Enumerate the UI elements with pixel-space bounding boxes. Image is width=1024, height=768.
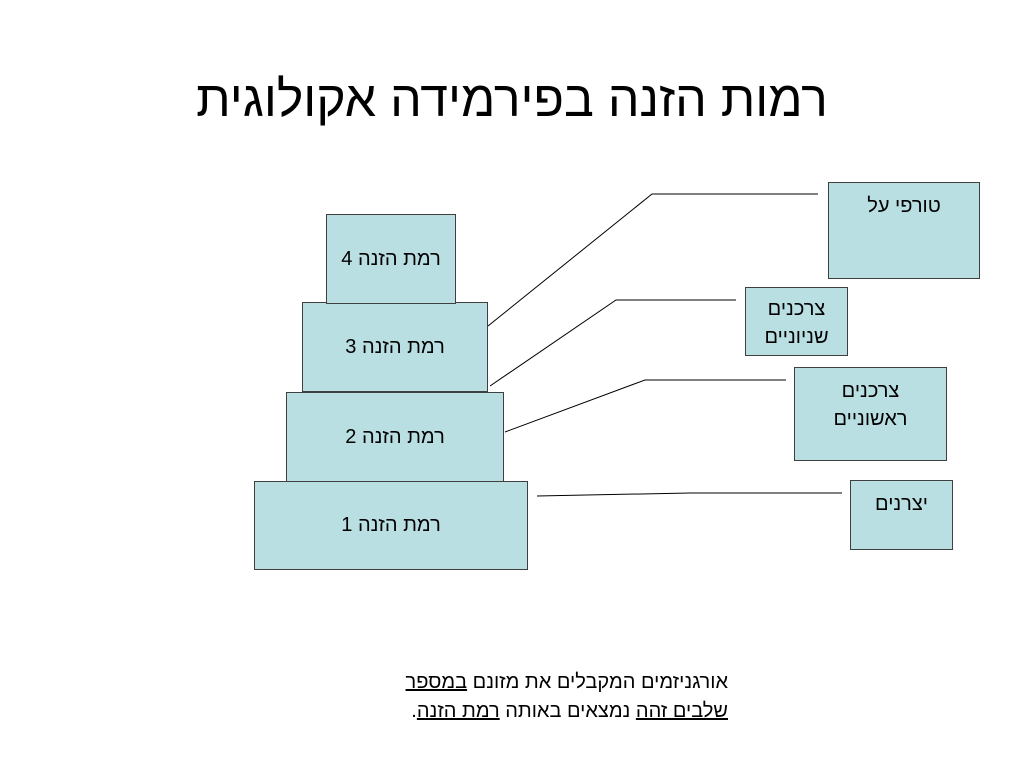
footnote-line-1: אורגניזמים המקבלים את מזונם במספר [296,668,728,697]
footnote-line-2: שלבים זהה נמצאים באותה רמת הזנה. [296,697,728,726]
footnote-line-2-text: נמצאים באותה [505,700,631,722]
pyramid-level-3: רמת הזנה 3 [302,302,488,392]
footnote: אורגניזמים המקבלים את מזונם במספר שלבים … [296,668,728,726]
pyramid-level-4: רמת הזנה 4 [326,214,456,304]
connector-top-predators-to-level-4 [487,193,818,327]
role-secondary-consumers-line2: שניוניים [764,326,829,348]
connector-secondary-to-level-3 [489,299,736,387]
connector-producers-to-level-1 [536,492,842,497]
role-producers-text: יצרנים [875,493,928,515]
footnote-line-1-text: אורגניזמים המקבלים את מזונם [472,671,728,693]
footnote-line-2-end: . [411,700,417,722]
role-top-predators: טורפי על [828,182,980,279]
role-secondary-consumers-line1: צרכנים [767,298,826,320]
footnote-line-1-underlined: במספר [405,671,468,693]
footnote-line-2-underlined-b: רמת הזנה [416,700,500,722]
connector-primary-to-level-2 [504,379,786,433]
role-top-predators-text: טורפי על [867,195,941,217]
role-primary-consumers: צרכנים ראשוניים [794,367,947,461]
pyramid-level-2: רמת הזנה 2 [286,392,504,482]
role-secondary-consumers: צרכנים שניוניים [745,287,848,356]
role-primary-consumers-line2: ראשוניים [833,408,908,430]
role-primary-consumers-line1: צרכנים [841,380,900,402]
slide-title: רמות הזנה בפירמידה אקולוגית [196,71,828,127]
role-producers: יצרנים [850,480,953,550]
footnote-line-2-underlined-a: שלבים זהה [635,700,728,722]
pyramid-level-1: רמת הזנה 1 [254,481,528,570]
